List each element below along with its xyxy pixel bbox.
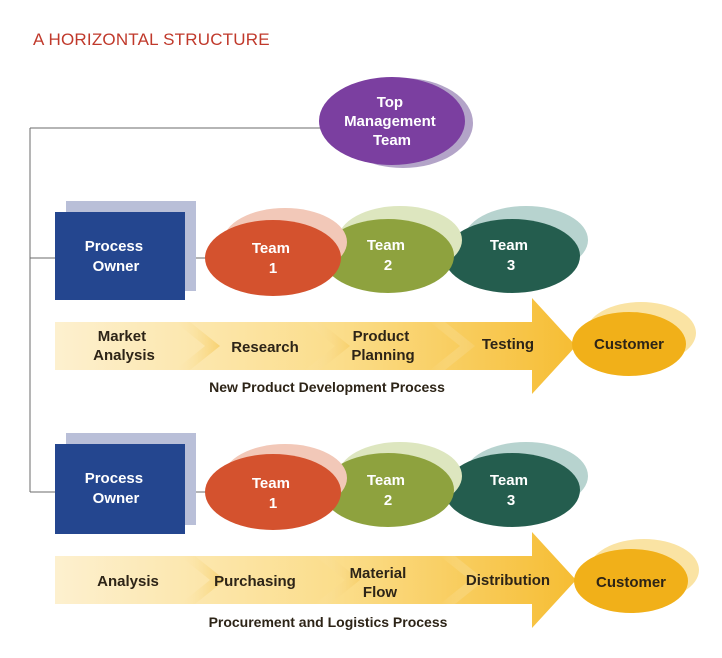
process-owner-line-2: Owner [93, 490, 140, 507]
top-management-team: Top Management Team [319, 77, 473, 168]
team-2: Team 2 [322, 206, 462, 293]
team-3: Team 3 [444, 442, 588, 527]
step-market-analysis: Market Analysis [93, 328, 155, 364]
process-owner-line-1: Process [85, 470, 143, 487]
step-analysis: Analysis [97, 573, 159, 590]
svg-text:Team 1: Team 1 [252, 475, 294, 512]
top-team-line-2: Management [344, 113, 436, 130]
process-owner-box: Process Owner [55, 433, 196, 534]
svg-text:Team 2: Team 2 [367, 237, 409, 274]
process-owner-box: Process Owner [55, 201, 196, 300]
process-new-product-development: Process Owner Team 3 Team 2 Team [55, 201, 696, 395]
step-distribution: Distribution [466, 572, 550, 589]
customer-label: Customer [594, 336, 664, 353]
step-research: Research [231, 339, 299, 356]
process-owner-line-2: Owner [93, 258, 140, 275]
customer-label: Customer [596, 574, 666, 591]
svg-text:Team 3: Team 3 [490, 237, 532, 274]
process-caption: Procurement and Logistics Process [209, 614, 448, 630]
svg-text:Team 1: Team 1 [252, 240, 294, 277]
customer-ellipse: Customer [574, 539, 699, 613]
svg-text:Process Owner: Process Owner [85, 238, 148, 275]
svg-text:Top Management Tea: Top Management Team [344, 94, 440, 149]
customer-ellipse: Customer [572, 302, 696, 376]
step-material-flow: Material Flow [350, 565, 411, 601]
svg-text:Team 3: Team 3 [490, 472, 532, 509]
process-caption: New Product Development Process [209, 379, 445, 395]
svg-text:Team 2: Team 2 [367, 472, 409, 509]
top-team-line-1: Top [377, 94, 403, 111]
step-purchasing: Purchasing [214, 573, 296, 590]
process-flow-arrow [55, 298, 576, 394]
step-product-planning: Product Planning [351, 328, 414, 364]
process-flow-arrow [55, 532, 576, 628]
top-team-line-3: Team [373, 132, 411, 149]
team-1: Team 1 [205, 208, 347, 296]
team-2: Team 2 [322, 442, 462, 527]
svg-text:Process Owner: Process Owner [85, 470, 148, 507]
process-procurement-logistics: Process Owner Team 3 Team 2 Team [55, 433, 699, 630]
step-testing: Testing [482, 336, 534, 353]
process-owner-line-1: Process [85, 238, 143, 255]
page-title: A HORIZONTAL STRUCTURE [33, 30, 270, 49]
team-1: Team 1 [205, 444, 347, 530]
team-3: Team 3 [444, 206, 588, 293]
